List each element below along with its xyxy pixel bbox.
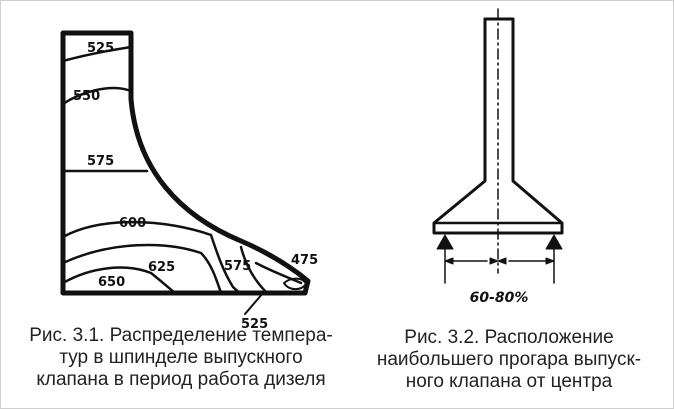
isotherm-line-575-inner-b bbox=[239, 245, 269, 295]
isotherm-line-525 bbox=[61, 45, 133, 63]
isotherm-label-650: 650 bbox=[98, 275, 125, 290]
arrowhead-right-out bbox=[545, 257, 555, 265]
isotherm-label-575-inner: 575 bbox=[224, 259, 251, 274]
figure-3-2: 60-80% bbox=[432, 8, 564, 306]
burn-marker-left bbox=[436, 234, 454, 250]
isotherm-label-600: 600 bbox=[119, 216, 146, 231]
caption-figure-3-1: Рис. 3.1. Распределение темпера- тур в ш… bbox=[11, 325, 351, 391]
isotherm-line-475 bbox=[254, 261, 303, 285]
isotherm-line-550 bbox=[61, 86, 133, 106]
isotherm-label-550: 550 bbox=[73, 89, 100, 104]
arrowhead-left-out bbox=[444, 257, 454, 265]
caption-line: наибольшего прогара выпуск- bbox=[376, 349, 642, 370]
caption-line: Рис. 3.1. Распределение темпера- bbox=[29, 325, 333, 346]
spindle-outline bbox=[60, 30, 311, 296]
leader-525-bottom bbox=[244, 292, 264, 315]
isotherm-label-475: 475 bbox=[291, 253, 318, 268]
valve-stem bbox=[432, 17, 564, 235]
isotherm-label-625: 625 bbox=[148, 260, 175, 275]
burn-marker-right bbox=[545, 234, 563, 250]
caption-line: клапана в период работа дизеля bbox=[36, 369, 326, 390]
isotherm-loop-475 bbox=[283, 277, 307, 291]
isotherm-line-600 bbox=[61, 220, 213, 239]
isotherm-line-575-inner bbox=[209, 233, 245, 295]
isotherm-line-650 bbox=[61, 266, 177, 295]
caption-figure-3-2: Рис. 3.2. Расположение наибольшего прога… bbox=[353, 327, 665, 393]
isotherm-label-525-bottom: 525 bbox=[241, 317, 268, 331]
isotherm-label-575: 575 bbox=[87, 154, 114, 169]
arrowhead-right-in bbox=[497, 257, 507, 265]
arrowhead-left-in bbox=[489, 257, 499, 265]
figures-svg: 525 550 575 600 625 650 575 475 525 bbox=[60, 8, 564, 331]
caption-line: Рис. 3.2. Расположение bbox=[404, 327, 614, 348]
figure-3-1: 525 550 575 600 625 650 575 475 525 bbox=[60, 30, 318, 331]
isotherm-line-625 bbox=[61, 243, 223, 295]
caption-line: ного клапана от центра bbox=[405, 371, 613, 392]
dimension-label: 60-80% bbox=[470, 290, 529, 306]
caption-line: тур в шпинделе выпускного bbox=[59, 347, 303, 368]
isotherm-label-525: 525 bbox=[87, 41, 114, 56]
